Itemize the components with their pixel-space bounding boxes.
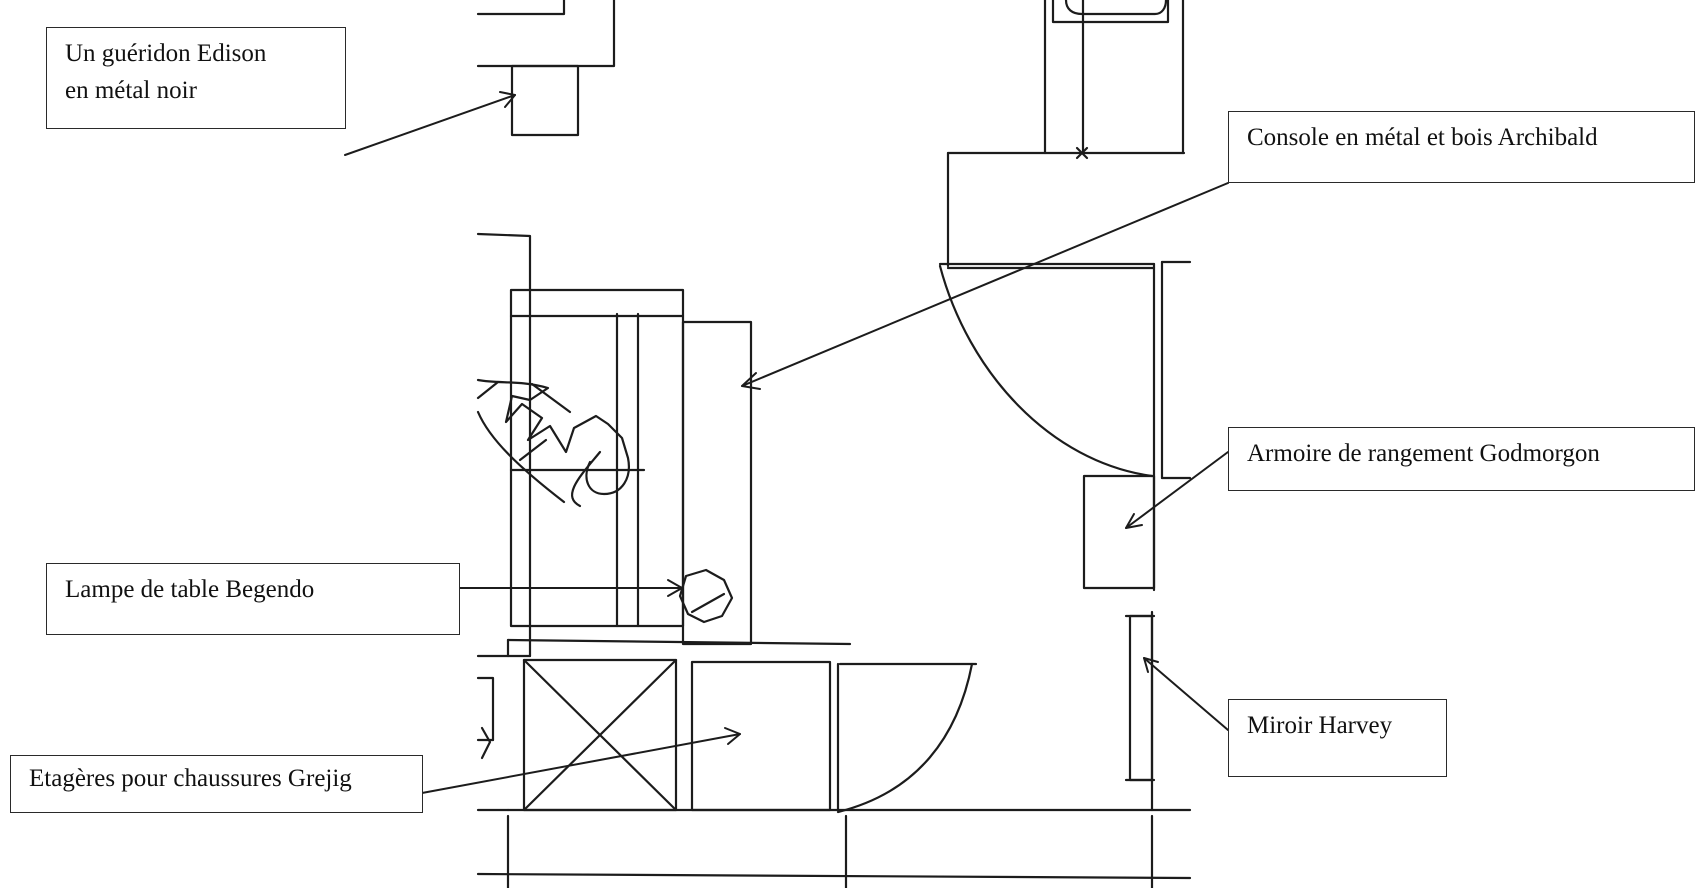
leader-arrows (344, 91, 1229, 794)
bed-frame (509, 288, 685, 628)
door-swing-arc (938, 264, 1154, 478)
label-gueridon-line2: en métal noir (65, 77, 197, 104)
etageres-grejig-unit (690, 660, 832, 812)
label-etageres-grejig: Etagères pour chaussures Grejig (10, 755, 423, 813)
label-console-text: Console en métal et bois Archibald (1247, 124, 1598, 151)
pillow-sketch (476, 378, 630, 496)
label-lampe-begendo: Lampe de table Begendo (46, 563, 460, 635)
wall-and-door (938, 151, 1192, 480)
vanity-top-unit (1043, 0, 1185, 160)
label-etageres-text: Etagères pour chaussures Grejig (29, 765, 352, 792)
label-armoire-godmorgon: Armoire de rangement Godmorgon (1228, 427, 1695, 491)
label-miroir-text: Miroir Harvey (1247, 712, 1393, 739)
label-armoire-text: Armoire de rangement Godmorgon (1247, 440, 1600, 467)
bottom-storage-row (476, 658, 1192, 814)
miroir-harvey (1128, 614, 1154, 782)
label-gueridon-edison: Un guéridon Edison en métal noir (46, 27, 346, 129)
bed-area (476, 232, 685, 658)
label-gueridon-line1: Un guéridon Edison (65, 40, 267, 67)
console-archibald (681, 320, 753, 646)
right-wall (1124, 476, 1156, 812)
gueridon-edison-table (510, 64, 580, 137)
armoire-godmorgon (1082, 474, 1156, 590)
label-miroir-harvey: Miroir Harvey (1228, 699, 1447, 777)
dimension-lines (476, 814, 1192, 888)
lampe-begendo (678, 568, 734, 624)
label-console-archibald: Console en métal et bois Archibald (1228, 111, 1695, 183)
cabinet-door-arc (836, 662, 974, 814)
label-lampe-text: Lampe de table Begendo (65, 576, 315, 603)
cross-wall (476, 638, 852, 658)
top-left-wall (476, 0, 616, 68)
